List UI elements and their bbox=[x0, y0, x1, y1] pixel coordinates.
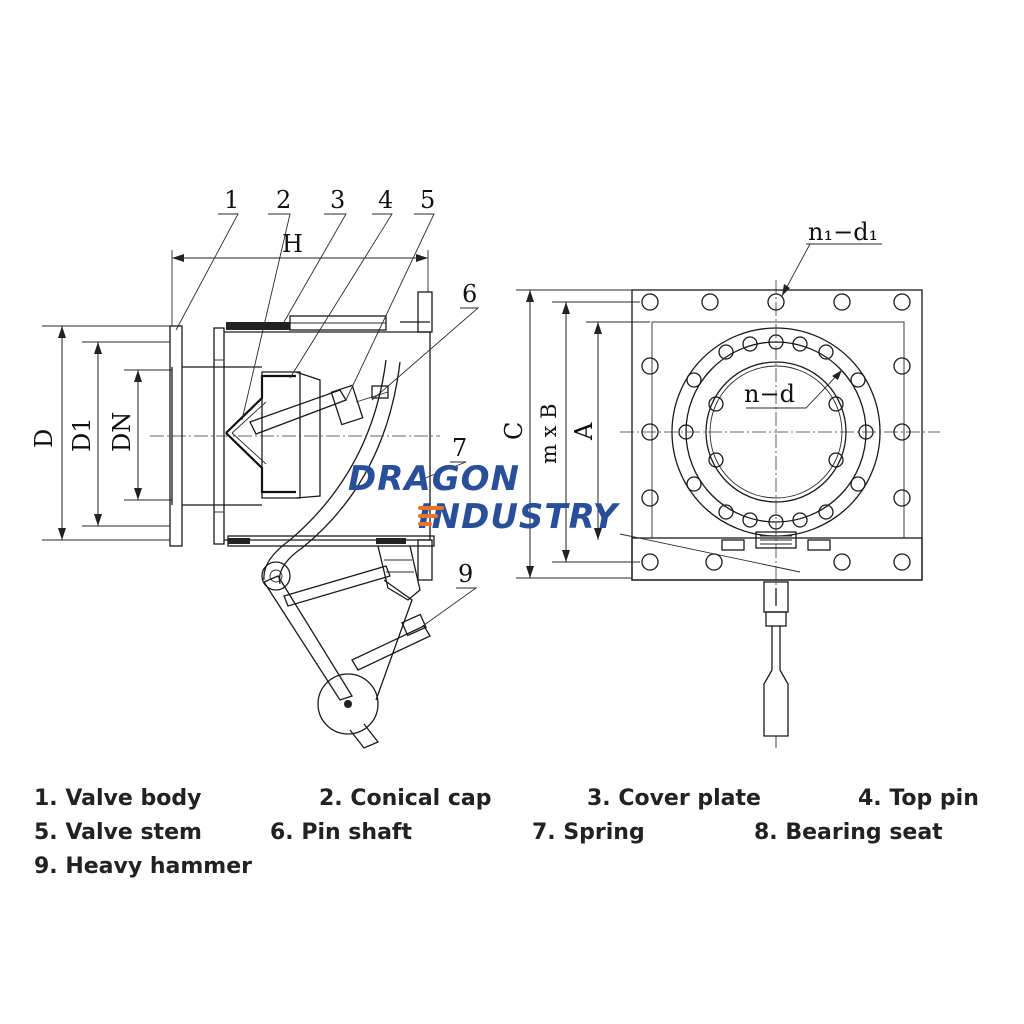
logo-line1: DRAGON bbox=[348, 459, 520, 499]
logo-accent-bars bbox=[418, 506, 444, 530]
legend-item-cover-plate: 3. Cover plate bbox=[587, 786, 761, 811]
legend-item-conical-cap: 2. Conical cap bbox=[319, 786, 492, 811]
seat-ring bbox=[261, 371, 301, 499]
dim-dn-label: DN bbox=[108, 412, 136, 452]
dim-d1-label: D1 bbox=[68, 417, 96, 452]
legend-item-valve-body: 1. Valve body bbox=[34, 786, 202, 811]
heavy-hammer bbox=[317, 673, 379, 735]
legend-item-valve-stem: 5. Valve stem bbox=[34, 820, 202, 845]
dimension-labels: H D D1 DN C m x B A n₁−d₁ n−d bbox=[30, 218, 878, 464]
brand-logo: DRAGON INDUSTRY bbox=[348, 462, 618, 534]
legend-item-pin-shaft: 6. Pin shaft bbox=[270, 820, 413, 845]
pin-shaft bbox=[261, 561, 291, 591]
valve-body bbox=[224, 331, 431, 541]
cover-plate bbox=[226, 322, 290, 330]
callout-7: 7 bbox=[452, 434, 467, 462]
front-view bbox=[516, 243, 940, 748]
bearing-seat bbox=[377, 545, 421, 601]
leader-nd bbox=[746, 369, 843, 409]
legend-item-bearing-seat: 8. Bearing seat bbox=[754, 820, 943, 845]
callout-2: 2 bbox=[276, 186, 291, 214]
legend-item-spring: 7. Spring bbox=[532, 820, 645, 845]
top-pin bbox=[330, 384, 364, 426]
right-flange-bottom bbox=[417, 539, 433, 581]
legend-item-heavy-hammer: 9. Heavy hammer bbox=[34, 854, 252, 879]
callout-numbers: 1 2 3 4 5 6 7 9 bbox=[224, 186, 477, 588]
dim-h-label: H bbox=[282, 230, 303, 258]
dim-nd-label: n−d bbox=[744, 380, 795, 408]
dim-c-label: C bbox=[500, 422, 528, 440]
callout-9: 9 bbox=[458, 560, 473, 588]
callout-1: 1 bbox=[224, 186, 239, 214]
valve-stem bbox=[249, 389, 347, 435]
parts-legend: 1. Valve body 2. Conical cap 3. Cover pl… bbox=[34, 782, 994, 884]
callout-4: 4 bbox=[378, 186, 393, 214]
callout-3: 3 bbox=[330, 186, 345, 214]
legend-row-3: 9. Heavy hammer bbox=[34, 850, 994, 884]
legend-item-top-pin: 4. Top pin bbox=[858, 786, 979, 811]
dim-a-label: A bbox=[570, 422, 598, 441]
logo-line2: INDUSTRY bbox=[418, 497, 619, 537]
spring bbox=[351, 625, 431, 671]
legend-row-2: 5. Valve stem 6. Pin shaft 7. Spring 8. … bbox=[34, 816, 994, 850]
legend-row-1: 1. Valve body 2. Conical cap 3. Cover pl… bbox=[34, 782, 994, 816]
flange-bolt-holes bbox=[678, 334, 874, 530]
right-flange-top bbox=[417, 291, 433, 333]
callout-5: 5 bbox=[420, 186, 435, 214]
side-view bbox=[42, 213, 480, 749]
hammer-arm bbox=[263, 575, 353, 701]
callout-6: 6 bbox=[462, 280, 477, 308]
hammer-weight bbox=[763, 669, 789, 737]
callout-leaders bbox=[175, 213, 480, 629]
dim-mxb-label: m x B bbox=[537, 403, 561, 464]
dim-n1d1-label: n₁−d₁ bbox=[808, 218, 878, 246]
dim-d-label: D bbox=[30, 429, 58, 448]
conical-cap bbox=[225, 374, 296, 434]
lever-arc bbox=[263, 359, 387, 581]
bearing-block bbox=[755, 531, 797, 549]
